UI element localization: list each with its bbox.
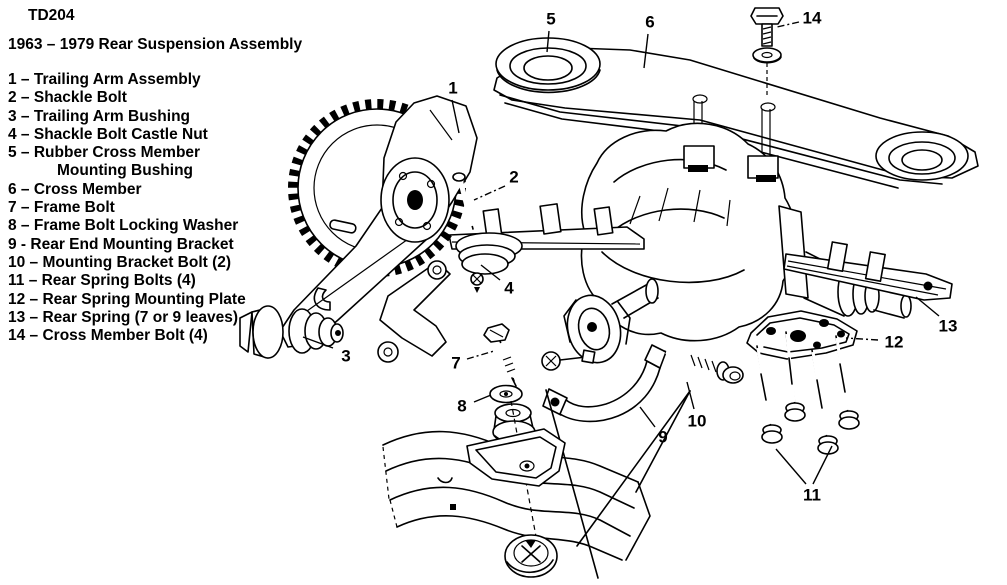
callout-label-5: 5: [546, 10, 555, 29]
parts-list-line: 5 – Rubber Cross Member: [8, 144, 201, 162]
callout-leader-7: [466, 350, 495, 360]
callout-label-2: 2: [509, 168, 518, 187]
mounting-bracket-bolt-drawing: [663, 350, 744, 384]
spring-mounting-plate-drawing: [746, 310, 858, 360]
callout-leader-11: [812, 445, 833, 485]
trailing-arm-drawing: [239, 95, 478, 363]
callout-leader-13: [915, 296, 940, 317]
callout-label-6: 6: [645, 13, 654, 32]
pinion-yoke-drawing: [541, 278, 659, 371]
parts-list-line: 6 – Cross Member: [8, 180, 142, 198]
callout-label-7: 7: [451, 354, 460, 373]
cross-member-drawing: [493, 37, 979, 189]
callout-label-13: 13: [939, 317, 958, 336]
callout-leader-8: [473, 394, 492, 403]
parts-list-line: 9 - Rear End Mounting Bracket: [8, 235, 234, 253]
callout-leader-6: [643, 33, 649, 69]
rear-spring-drawing: [783, 241, 953, 301]
frame-rail-drawing: [382, 428, 651, 578]
frame-bolt-drawing: [483, 323, 517, 387]
parts-list-line: 3 – Trailing Arm Bushing: [8, 107, 191, 125]
parts-list-line: 1 – Trailing Arm Assembly: [8, 71, 201, 88]
callout-leader-12: [845, 337, 879, 341]
callout-label-8: 8: [457, 397, 466, 416]
diagram-title: 1963 – 1979 Rear Suspension Assembly: [8, 36, 303, 53]
callout-label-3: 3: [341, 347, 350, 366]
parts-list-line: 2 – Shackle Bolt: [8, 89, 127, 107]
callout-label-11: 11: [803, 486, 821, 505]
mounting-bracket-drawing: [542, 344, 667, 423]
parts-list-line: 7 – Frame Bolt: [8, 199, 115, 217]
callout-label-10: 10: [688, 412, 707, 431]
callout-leader-3: [302, 336, 334, 349]
doc-code: TD204: [28, 7, 75, 24]
callout-label-4: 4: [504, 279, 514, 298]
callout-label-12: 12: [885, 333, 904, 352]
parts-list-line: 8 – Frame Bolt Locking Washer: [8, 217, 239, 235]
callout-leader-2: [473, 185, 506, 201]
callout-leader-14: [776, 21, 800, 28]
cross-member-bolt-drawing: [750, 7, 784, 98]
callout-label-1: 1: [448, 79, 457, 98]
parts-list-line: 10 – Mounting Bracket Bolt (2): [8, 253, 232, 271]
callout-leader-5: [546, 30, 550, 53]
parts-list-line: 4 – Shackle Bolt Castle Nut: [8, 125, 208, 143]
rear-spring-bolts-drawing: [756, 331, 860, 455]
callout-leader-1: [451, 99, 460, 134]
parts-list-line: 11 – Rear Spring Bolts (4): [8, 272, 196, 290]
callout-leader-10: [686, 381, 695, 410]
callout-leader-4: [480, 264, 501, 281]
callout-label-14: 14: [803, 9, 822, 28]
parts-list-line: 13 – Rear Spring (7 or 9 leaves): [8, 308, 239, 326]
parts-list-line: 14 – Cross Member Bolt (4): [8, 327, 208, 345]
callout-leader-9: [639, 406, 656, 428]
callout-leader-11: [775, 448, 807, 485]
shackle-bolt-drawing: [452, 172, 523, 293]
callout-label-9: 9: [658, 428, 667, 447]
parts-list-line: Mounting Bushing: [57, 162, 194, 180]
parts-list-line: 12 – Rear Spring Mounting Plate: [8, 290, 246, 308]
